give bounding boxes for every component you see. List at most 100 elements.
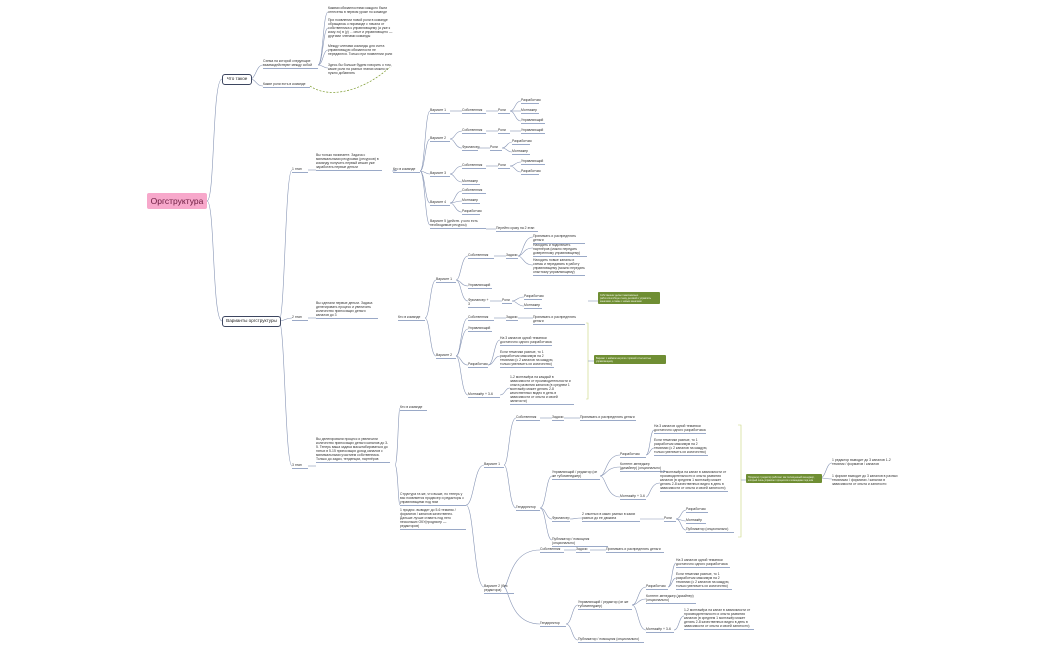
node-e2-montazh-n[interactable]: Монтажёр + 3-6: [468, 392, 500, 398]
node-e1-v2-montazh[interactable]: Монтажер: [512, 149, 530, 155]
node-e3-razrab[interactable]: Разработчик: [620, 452, 646, 458]
node-e3-v2-m2[interactable]: 1-2 монтажёра на канал в зависимости от …: [684, 608, 754, 630]
node-skhema[interactable]: Схема на которой следующие взаимодейству…: [263, 59, 318, 69]
node-chto-z3[interactable]: Между членами команды для счета управляю…: [328, 44, 393, 56]
node-e2-v2-razrab[interactable]: Разработчик: [468, 362, 488, 368]
node-kakie-roli[interactable]: Какие роли есть в команде: [263, 82, 310, 88]
node-e3-r2[interactable]: Если тематики разные, то 1 разработчик м…: [654, 438, 708, 456]
node-e1-v3-uprav[interactable]: Управляющий: [521, 159, 545, 165]
node-e1-v2-uprav[interactable]: Управляющий: [521, 128, 545, 134]
node-e3-uprav-red[interactable]: Управляющий / редактор (он же тубоменедж…: [552, 470, 600, 480]
node-e2-sob[interactable]: Собственник: [468, 253, 494, 259]
node-e3-v2-zadachi[interactable]: Задачи: [576, 547, 590, 553]
node-e2-roli[interactable]: Роли: [502, 298, 512, 304]
node-e1-v2[interactable]: Вариант 2: [430, 136, 450, 142]
node-e1-v1-razrab[interactable]: Разработчик: [521, 98, 541, 104]
node-e1-v2-sob[interactable]: Собственник: [462, 128, 486, 134]
node-e3-m1[interactable]: 1-2 монтажёра на канал в зависимости от …: [660, 470, 728, 492]
node-e2-z2[interactable]: Находить и подключить партнёров (можно п…: [533, 243, 587, 257]
node-e1-v1-sob[interactable]: Собственник: [462, 108, 486, 114]
node-e2-r1[interactable]: На 3 каналов одной тематики достаточно о…: [500, 336, 552, 346]
node-e1-v1-uprav[interactable]: Управляющий: [521, 118, 545, 124]
node-e3-montazh2[interactable]: Монтажёр: [686, 518, 706, 524]
node-stage-1-desc[interactable]: Вы только начинаете. Задача с минимальны…: [316, 153, 382, 171]
node-e2-v2[interactable]: Вариант 2: [436, 353, 456, 359]
node-e1-v3-sob[interactable]: Собственник: [462, 163, 486, 169]
node-e3-v1[interactable]: Вариант 1: [484, 462, 504, 468]
node-stage-3[interactable]: 3 этап: [292, 463, 308, 469]
node-e3-v2-kontent[interactable]: Контент-менеджер (дизайнер) (опционально…: [646, 594, 696, 604]
node-e3-r1[interactable]: На 3 каналов одной тематики достаточно о…: [654, 424, 706, 434]
node-e2-v2-uprav[interactable]: Управляющий: [468, 326, 492, 332]
node-chto-z1[interactable]: Какими обязанностями каждого были отнесе…: [328, 6, 388, 14]
note-e2-1[interactable]: Собственник делает максимально работоспо…: [598, 292, 660, 304]
node-e2-fril[interactable]: Фрилансер + 3: [468, 298, 490, 308]
node-e1-v4-razrab[interactable]: Разработчик: [462, 209, 482, 215]
node-e3-v2-z1[interactable]: Принимать и распределять деньги: [606, 547, 664, 553]
node-e1-v2-fril[interactable]: Фрилансер: [462, 145, 480, 151]
branch-varianty[interactable]: Варианты оргструктуры: [222, 316, 281, 327]
node-stage-2-desc[interactable]: Вы сделали первые деньги. Задача делегир…: [316, 301, 378, 319]
note-e3[interactable]: Продюсер / редактор работает как полноце…: [746, 474, 822, 483]
node-stage-3-desc[interactable]: Вы делегировали процесс и увеличили коли…: [316, 437, 390, 463]
node-e1-v2-razrab[interactable]: Разработчик: [512, 139, 532, 145]
node-e3-sob[interactable]: Собственник: [516, 415, 540, 421]
node-e3-v2-uprav[interactable]: Управляющий / редактор (он же тубоменедж…: [578, 600, 632, 610]
node-e3-zadachi[interactable]: Задачи: [552, 415, 564, 421]
node-e1-v2-roli[interactable]: Роли: [498, 128, 510, 134]
node-e3-f1[interactable]: 2 опытных в каких разных в каких разных …: [582, 512, 640, 522]
node-e3-roli[interactable]: Роли: [664, 516, 676, 522]
node-e1-v1-montazh[interactable]: Монтажер: [521, 108, 539, 114]
node-chto-z2[interactable]: При появлении новой роли в команде обращ…: [328, 18, 393, 38]
node-e1-v3-razrab[interactable]: Разработчик: [521, 169, 541, 175]
node-chto-z4[interactable]: Здесь бы больше будем говорить о том, ка…: [328, 63, 392, 75]
node-e2-uprav[interactable]: Управляющий: [468, 283, 492, 289]
node-e3-razrab2[interactable]: Разработчик: [686, 507, 708, 513]
node-e1-kto[interactable]: Кто в команде: [393, 167, 420, 173]
node-e3-montazh-n[interactable]: Монтажёр + 3-6: [620, 494, 646, 500]
node-e2-z4[interactable]: Принимать и распределять деньги: [533, 315, 585, 325]
node-e2-zadachi[interactable]: Задачи: [506, 253, 518, 259]
branch-chto-takoe[interactable]: Что такое: [222, 74, 252, 85]
node-e1-pererabot[interactable]: Перейти сразу на 2 этап: [496, 226, 538, 232]
node-e1-v3-montazh[interactable]: Монтажер: [462, 179, 480, 185]
node-e3-fril[interactable]: Фрилансер: [552, 516, 570, 522]
node-stage-2[interactable]: 2 этап: [292, 315, 308, 321]
root-topic[interactable]: Оргструктура: [147, 193, 207, 209]
node-e3-v2-sob[interactable]: Собственник: [540, 547, 564, 553]
node-e3-kto[interactable]: Кто в команде: [400, 405, 427, 411]
node-e1-v4[interactable]: Вариант 4: [430, 200, 450, 206]
node-e2-m1[interactable]: 1-2 монтажёра на каждый в зависимости от…: [510, 375, 574, 405]
node-e1-v3-roli[interactable]: Роли: [498, 163, 510, 169]
node-e1-v4-montazh[interactable]: Монтажер: [462, 198, 480, 204]
node-e3-v2-montazh[interactable]: Монтажёр + 3-6: [646, 627, 674, 633]
node-e3-v2[interactable]: Вариант 2 (без редактора): [484, 584, 514, 594]
node-e1-v5[interactable]: Вариант 5 (действ. у кого есть необходим…: [430, 219, 486, 229]
node-e3-z1[interactable]: Принимать и распределять деньги: [580, 415, 636, 421]
node-e3-v2-r3[interactable]: На 3 каналов одной тематики достаточно о…: [676, 558, 730, 568]
node-e3-red2[interactable]: 1 формат выводит до 3 каналов в разных т…: [832, 474, 898, 486]
node-e1-v1[interactable]: Вариант 1: [430, 108, 450, 114]
node-e3-red1[interactable]: 1 редактор выводит до 3 каналов 1-2 тема…: [832, 458, 891, 466]
node-e2-v1[interactable]: Вариант 1: [436, 277, 456, 283]
node-e3-v2-pub[interactable]: Публикатор / помощник (опционально): [578, 637, 644, 643]
node-e2-montazh[interactable]: Монтажер: [524, 303, 542, 309]
node-e2-z1[interactable]: Принимать и распределять деньги: [533, 234, 585, 244]
node-e3-v2-razrab[interactable]: Разработчик: [646, 584, 668, 590]
node-e1-v3[interactable]: Вариант 3: [430, 171, 450, 177]
node-e3-prod[interactable]: 1 продюс. выводит до 5-6 тематик / форма…: [400, 508, 466, 530]
node-e2-z3[interactable]: Находить новые каналы и схемы и передава…: [533, 258, 585, 276]
node-e1-v2-roli2[interactable]: Роли: [490, 145, 502, 151]
node-e2-r2[interactable]: Если тематики разные, то 1 разработчик м…: [500, 350, 554, 368]
node-e3-gen[interactable]: Гендиректор: [516, 505, 540, 511]
node-e3-v2-gen[interactable]: Гендиректор: [540, 621, 566, 627]
node-e2-kto[interactable]: Кто в команде: [398, 315, 425, 321]
node-e3-pub-pom[interactable]: Публикатор / помощник (опционально): [552, 537, 608, 547]
note-e2-2[interactable]: Вариант с наймом на роли с прямой отчетн…: [594, 355, 666, 364]
node-e3-struct[interactable]: Структура та же, что выше, но теперь у в…: [400, 492, 466, 506]
node-e3-kontent[interactable]: Контент-менеджер (дизайнер) (опционально…: [620, 462, 666, 472]
node-e2-v2-sob[interactable]: Собственник: [468, 315, 494, 321]
node-e3-pub[interactable]: Публикатор (опционально): [686, 527, 734, 533]
node-e1-v4-sob[interactable]: Собственник: [462, 188, 486, 194]
node-e1-v1-roli[interactable]: Роли: [498, 108, 510, 114]
